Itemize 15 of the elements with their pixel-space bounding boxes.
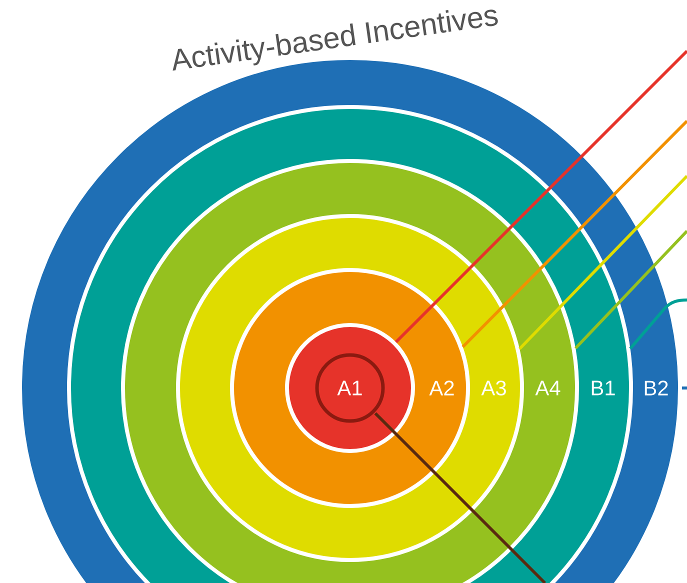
ring-label: A1 (337, 380, 362, 396)
ring-label: A3 (481, 380, 506, 396)
leader-line (518, 174, 687, 350)
leader-line (462, 120, 687, 348)
ring-label: B2 (644, 380, 668, 396)
ring-label: A4 (535, 380, 560, 396)
leader-line (394, 50, 687, 344)
ring (285, 323, 415, 453)
title: Activity-based Incentives (172, 10, 498, 71)
leader-line (629, 298, 687, 350)
ring-label: B1 (592, 380, 615, 396)
leader-line (374, 412, 546, 583)
leader-line (682, 386, 687, 390)
leader-line (574, 230, 687, 350)
ring-label: A2 (429, 380, 454, 396)
